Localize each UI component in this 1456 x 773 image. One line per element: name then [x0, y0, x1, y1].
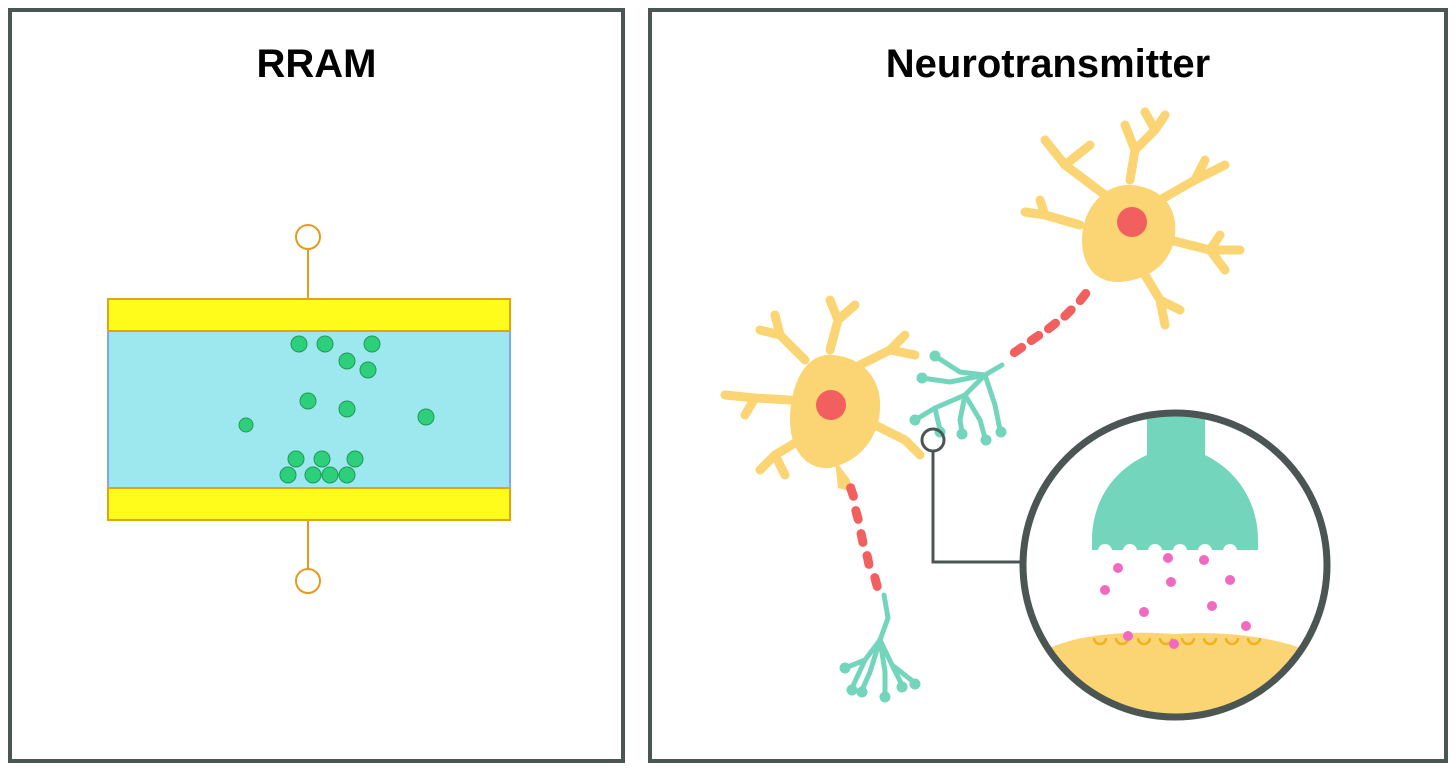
neurotransmitter-title: Neurotransmitter: [885, 42, 1211, 86]
rram-title: RRAM: [256, 42, 377, 86]
neurotransmitter-panel: Neurotransmitter: [648, 8, 1448, 763]
rram-panel: RRAM: [8, 8, 625, 763]
